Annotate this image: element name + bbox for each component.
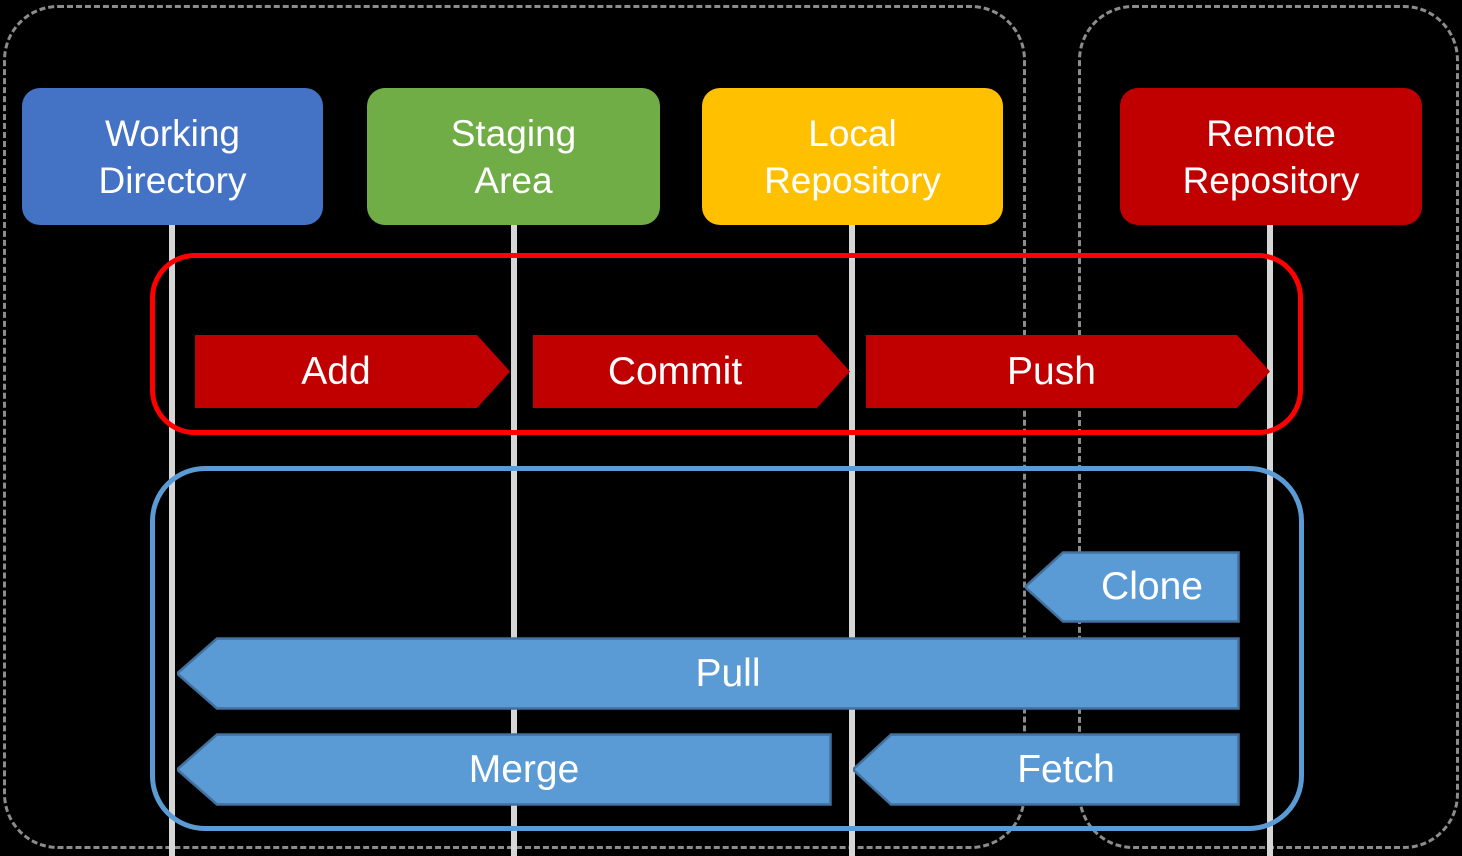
left-arrow-shape <box>177 637 1240 710</box>
pull-arrow: Pull <box>177 637 1240 710</box>
working-directory-lifeline <box>169 224 175 856</box>
remote-repository-node: Remote Repository <box>1120 88 1422 225</box>
staging-area-label-line2: Area <box>474 159 553 201</box>
merge-arrow: Merge <box>177 733 832 806</box>
staging-area-lifeline <box>511 224 517 856</box>
push-flow-group-outline <box>150 253 1303 435</box>
working-directory-node: Working Directory <box>22 88 323 225</box>
commit-arrow: Commit <box>533 335 850 408</box>
clone-arrow: Clone <box>1025 551 1240 623</box>
add-arrow: Add <box>195 335 510 408</box>
fetch-arrow: Fetch <box>853 733 1240 806</box>
right-arrow-shape <box>533 335 850 408</box>
local-repository-lifeline <box>849 224 855 856</box>
push-arrow: Push <box>866 335 1270 408</box>
local-repository-label-line1: Local <box>808 112 897 154</box>
left-arrow-shape <box>853 733 1240 806</box>
left-arrow-shape <box>177 733 832 806</box>
right-arrow-shape <box>866 335 1270 408</box>
local-repository-label-line2: Repository <box>764 159 941 201</box>
right-arrow-shape <box>195 335 510 408</box>
fetch-flow-group-outline <box>150 466 1304 831</box>
working-directory-label-line2: Directory <box>98 159 247 201</box>
staging-area-label-line1: Staging <box>450 112 577 154</box>
remote-repository-label-line1: Remote <box>1206 112 1336 154</box>
remote-repository-lifeline <box>1267 224 1273 856</box>
left-arrow-shape <box>1025 551 1240 623</box>
working-directory-label-line1: Working <box>104 112 241 154</box>
remote-repository-label-line2: Repository <box>1182 159 1360 201</box>
local-repository-node: Local Repository <box>702 88 1003 225</box>
staging-area-node: Staging Area <box>367 88 660 225</box>
